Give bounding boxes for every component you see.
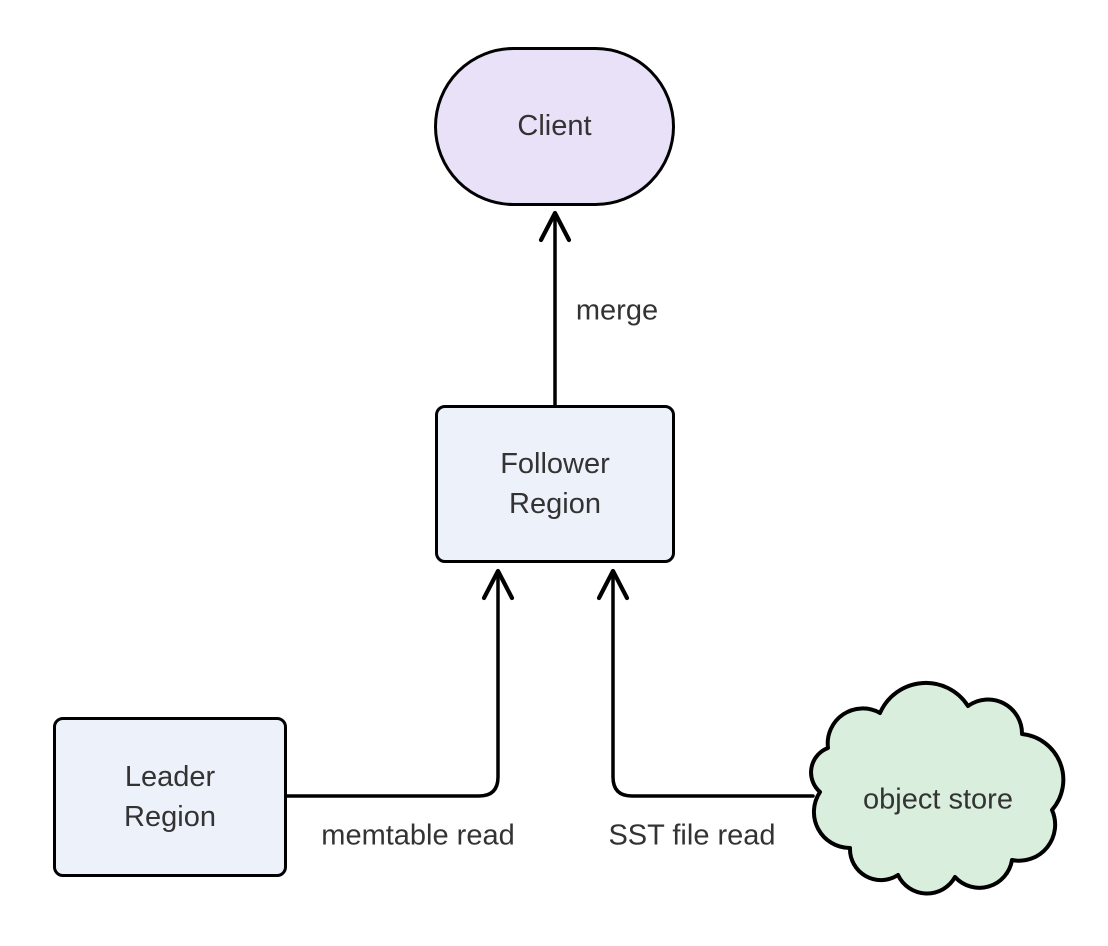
edge-memtable-read-line <box>285 575 500 798</box>
node-client-label: Client <box>517 110 592 143</box>
edge-label-sst-file-read: SST file read <box>608 819 776 852</box>
edge-merge-arrowhead <box>538 210 572 243</box>
edge-label-memtable-read: memtable read <box>321 819 515 852</box>
edge-memtable-read-arrowhead <box>481 568 515 601</box>
edge-sst-file-read-arrowhead <box>596 568 630 601</box>
node-follower-region: Follower Region <box>435 405 675 563</box>
node-client: Client <box>434 47 675 206</box>
node-leader-region: Leader Region <box>53 717 287 877</box>
edge-sst-file-read-line <box>611 575 815 798</box>
edge-label-merge: merge <box>575 294 659 327</box>
node-object-store-label: object store <box>863 783 1013 816</box>
node-object-store-cloud-shape <box>809 680 1066 896</box>
node-follower-region-label: Follower Region <box>500 447 610 520</box>
node-leader-region-label: Leader Region <box>124 760 216 833</box>
